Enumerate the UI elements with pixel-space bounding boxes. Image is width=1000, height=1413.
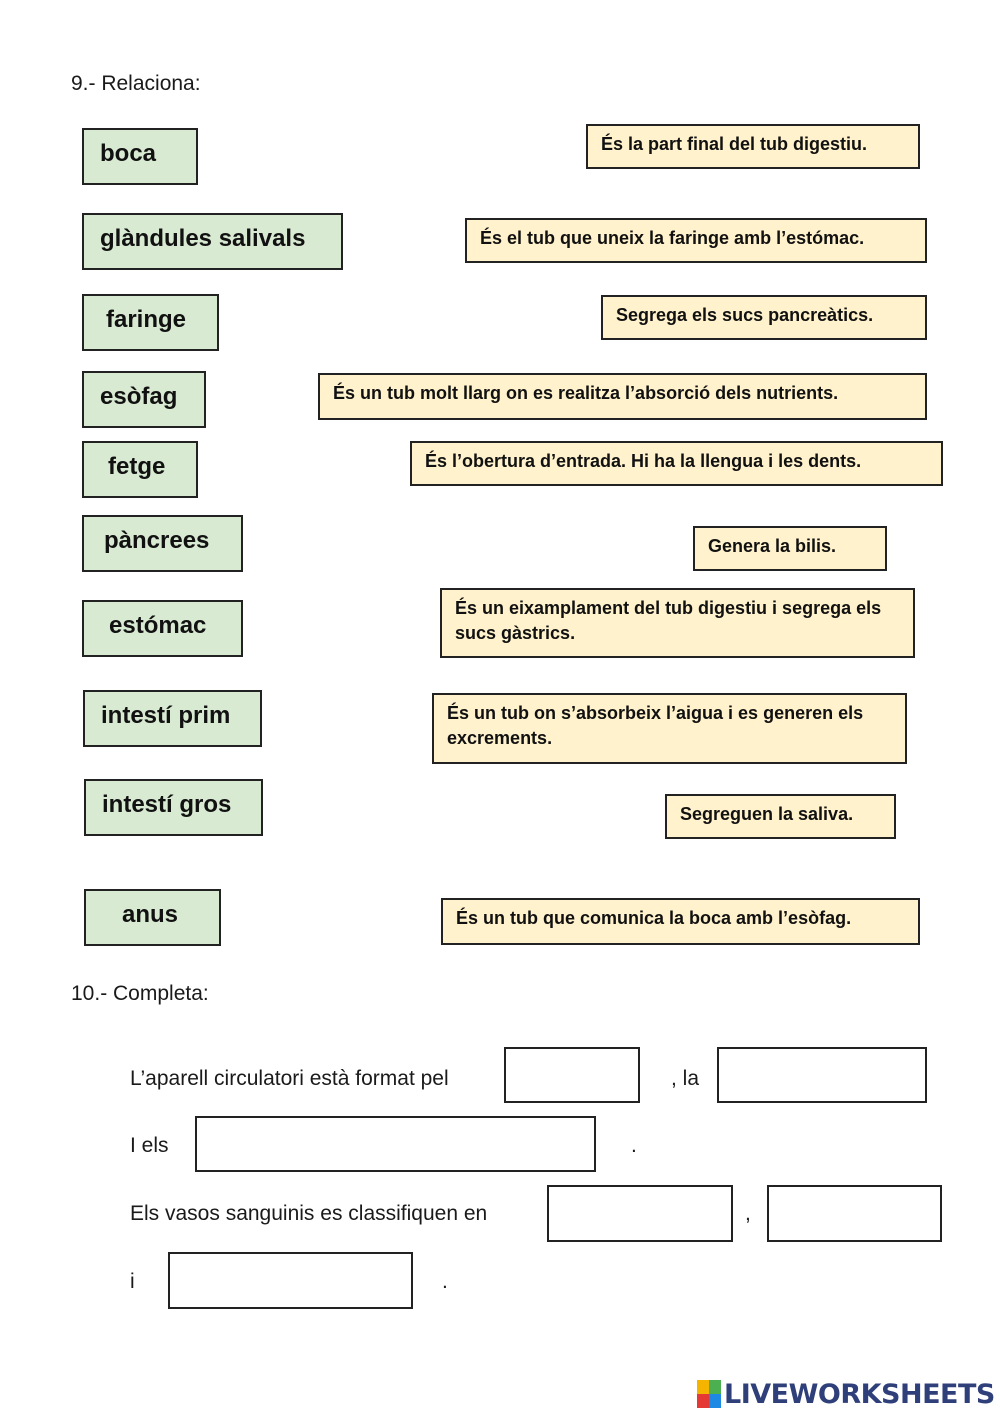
term-intesti-prim[interactable]: intestí prim [83, 690, 262, 747]
term-fetge[interactable]: fetge [82, 441, 198, 498]
definition-aigua-excrements[interactable]: És un tub on s’absorbeix l’aigua i es ge… [432, 693, 907, 764]
term-esofag[interactable]: esòfag [82, 371, 206, 428]
definition-part-final[interactable]: És la part final del tub digestiu. [586, 124, 920, 169]
logo-square-1 [697, 1380, 709, 1394]
definition-saliva[interactable]: Segreguen la saliva. [665, 794, 896, 839]
liveworksheets-logo-text: LIVEWORKSHEETS [724, 1378, 995, 1410]
exercise-9-heading: 9.- Relaciona: [71, 72, 201, 95]
definition-sucs-pancreatics[interactable]: Segrega els sucs pancreàtics. [601, 295, 927, 340]
term-glandules-salivals[interactable]: glàndules salivals [82, 213, 343, 270]
blank-4-input[interactable] [547, 1185, 733, 1242]
sentence-3-middle: , [745, 1202, 751, 1225]
term-boca[interactable]: boca [82, 128, 198, 185]
blank-5-input[interactable] [767, 1185, 942, 1242]
sentence-2-end: . [631, 1134, 637, 1157]
sentence-2-start: I els [130, 1134, 169, 1157]
term-faringe[interactable]: faringe [82, 294, 219, 351]
liveworksheets-logo: LIVEWORKSHEETS [697, 1378, 995, 1410]
sentence-4-end: . [442, 1270, 448, 1293]
term-estomac[interactable]: estómac [82, 600, 243, 657]
blank-6-input[interactable] [168, 1252, 413, 1309]
logo-square-4 [709, 1394, 721, 1408]
definition-absorcio-nutrients[interactable]: És un tub molt llarg on es realitza l’ab… [318, 373, 927, 420]
blank-1-input[interactable] [504, 1047, 640, 1103]
exercise-10-heading: 10.- Completa: [71, 982, 209, 1005]
term-pancrees[interactable]: pàncrees [82, 515, 243, 572]
blank-2-input[interactable] [717, 1047, 927, 1103]
definition-sucs-gastrics[interactable]: És un eixamplament del tub digestiu i se… [440, 588, 915, 658]
definition-tub-faringe-estomac[interactable]: És el tub que uneix la faringe amb l’est… [465, 218, 927, 263]
sentence-1-middle: , la [671, 1067, 700, 1090]
logo-square-2 [709, 1380, 721, 1394]
term-intesti-gros[interactable]: intestí gros [84, 779, 263, 836]
sentence-4-start: i [130, 1270, 135, 1293]
logo-square-3 [697, 1394, 709, 1408]
blank-3-input[interactable] [195, 1116, 596, 1172]
sentence-3-start: Els vasos sanguinis es classifiquen en [130, 1202, 488, 1225]
sentence-1-start: L’aparell circulatori està format pel [130, 1067, 449, 1090]
definition-obertura-entrada[interactable]: És l’obertura d’entrada. Hi ha la llengu… [410, 441, 943, 486]
definition-bilis[interactable]: Genera la bilis. [693, 526, 887, 571]
definition-boca-esofag[interactable]: És un tub que comunica la boca amb l’esò… [441, 898, 920, 945]
term-anus[interactable]: anus [84, 889, 221, 946]
liveworksheets-logo-icon [697, 1380, 721, 1408]
